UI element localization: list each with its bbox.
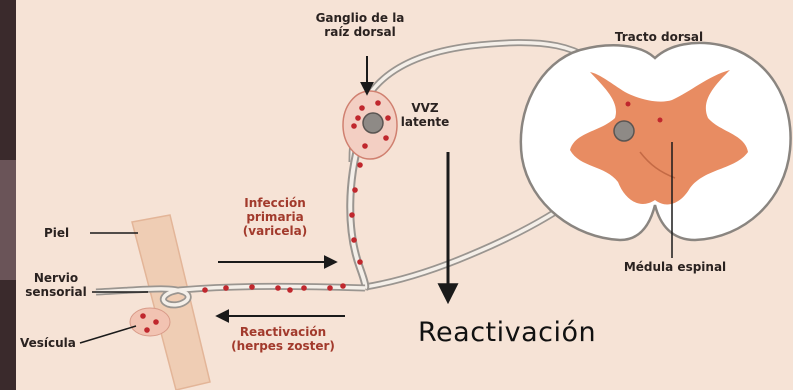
primary-infection-line-3: (varicela) xyxy=(220,224,330,238)
primary-infection-label: Infección primaria (varicela) xyxy=(220,196,330,238)
primary-infection-line-2: primaria xyxy=(220,210,330,224)
dorsal-ganglion-neuron xyxy=(614,121,634,141)
vzv-label-line-1: VVZ xyxy=(397,101,453,115)
vesicle-label: Vesícula xyxy=(20,336,82,350)
vesicle-pointer-line xyxy=(80,326,136,343)
ganglion-label: Ganglio de la raíz dorsal xyxy=(296,11,424,39)
left-edge-highlight xyxy=(0,160,16,280)
reactivation-arrow-line-2: (herpes zoster) xyxy=(208,339,358,353)
ganglion-label-line-1: Ganglio de la xyxy=(296,11,424,25)
reactivation-arrow-label: Reactivación (herpes zoster) xyxy=(208,325,358,353)
reactivation-arrow-line-1: Reactivación xyxy=(208,325,358,339)
sensory-nerve-label: Nervio sensorial xyxy=(20,271,92,299)
vzv-latent-label: VVZ latente xyxy=(397,101,453,129)
skin-label: Piel xyxy=(44,226,92,240)
vzv-label-line-2: latente xyxy=(397,115,453,129)
sensory-nerve-label-line-1: Nervio xyxy=(20,271,92,285)
ganglion-nucleus xyxy=(363,113,383,133)
ganglion-label-line-2: raíz dorsal xyxy=(296,25,424,39)
reactivation-title: Reactivación xyxy=(418,326,618,340)
dorsal-tract-label: Tracto dorsal xyxy=(594,30,724,44)
vesicle-blister xyxy=(130,308,170,336)
sensory-nerve-label-line-2: sensorial xyxy=(20,285,92,299)
primary-infection-line-1: Infección xyxy=(220,196,330,210)
spinal-cord-label: Médula espinal xyxy=(600,260,750,274)
